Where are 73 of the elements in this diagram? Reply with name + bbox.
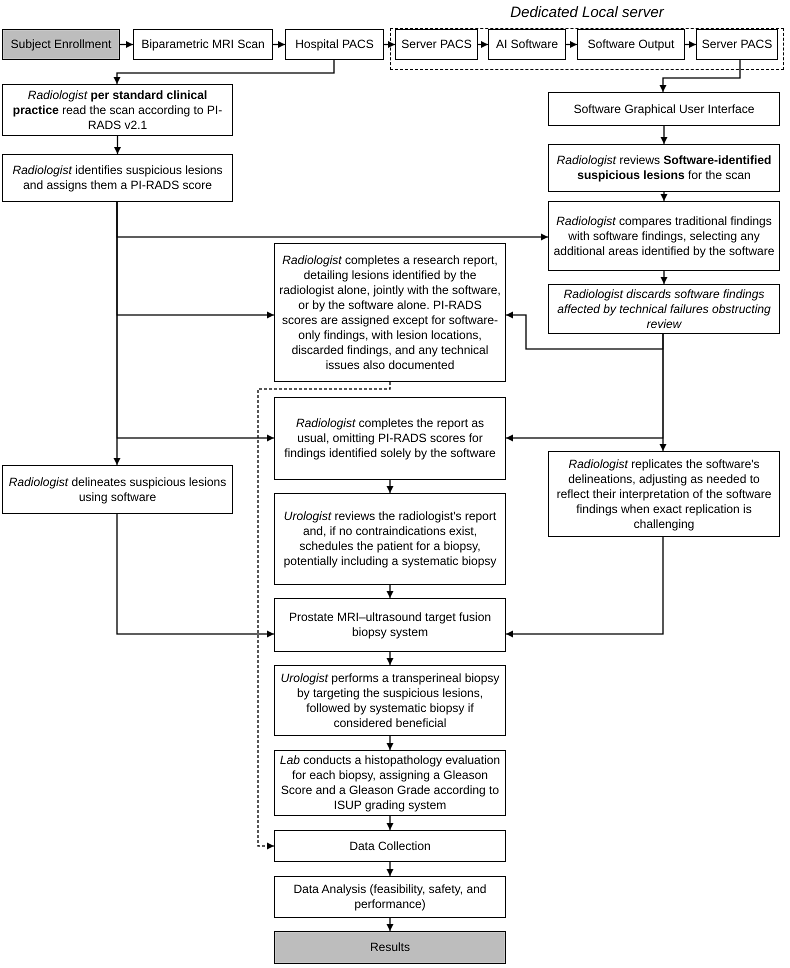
process-box: [548, 201, 780, 271]
dashed-arrow: [257, 382, 391, 850]
process-box: [488, 29, 566, 60]
process-box: [274, 493, 506, 585]
arrow: [120, 41, 133, 48]
process-box: [2, 29, 120, 60]
box-text: Radiologist compares traditional findings with software findings, selecting any additional areas identified by the software: [553, 214, 775, 258]
arrow: [114, 202, 120, 465]
box-text: Results: [370, 940, 410, 955]
arrow: [386, 480, 394, 493]
process-box: [274, 397, 506, 480]
box-text: Server PACS: [401, 37, 472, 52]
process-box: [395, 29, 478, 60]
box-text: Software Graphical User Interface: [574, 102, 754, 116]
arrow: [386, 816, 394, 830]
process-box: [548, 144, 780, 192]
arrow: [685, 41, 696, 48]
process-box: [548, 284, 780, 334]
arrow: [660, 192, 668, 201]
arrow: [660, 126, 668, 144]
box-text: Radiologist discards software findings affected by technical failures obstructing review: [556, 286, 772, 332]
arrow: [386, 862, 394, 876]
arrow: [506, 312, 664, 350]
arrow: [386, 652, 394, 665]
arrow: [660, 334, 666, 451]
box-text: AI Software: [496, 37, 558, 52]
process-box: [274, 665, 506, 736]
process-box: [548, 451, 780, 537]
process-box: [2, 84, 233, 136]
arrow: [660, 271, 668, 284]
arrow: [566, 41, 577, 48]
process-box: [696, 29, 778, 60]
process-box: [274, 931, 506, 964]
box-text: Prostate MRI–ultrasound target fusion biopsy system: [288, 610, 492, 640]
arrow: [386, 736, 394, 750]
arrow: [273, 41, 285, 48]
box-text: Radiologist completes the report as usual, omitting PI-RADS scores for findings identified solely by the software: [283, 416, 497, 461]
process-box: [285, 29, 384, 60]
arrow: [114, 60, 335, 84]
box-text: Radiologist completes a research report, detailing lesions identified by the radiologist alone, jointly with the software, or by the software alone. PI-RADS scores are assigned except for software-only findings, with lesion locations, discarded findings, and any technical issues also documented: [279, 252, 501, 372]
arrow: [116, 514, 274, 638]
process-box: [274, 243, 506, 382]
box-text: Radiologist replicates the software's delineations, adjusting as needed to reflect their interpretation of the software findings when exact replication is challenging: [556, 456, 772, 532]
arrow: [386, 918, 394, 931]
arrow: [386, 585, 394, 598]
box-text: Radiologist identifies suspicious lesions and assigns them a PI-RADS score: [11, 163, 224, 193]
box-text: Software Output: [588, 37, 674, 52]
process-box: [548, 92, 780, 126]
process-box: [2, 154, 233, 202]
box-text: Radiologist reviews Software-identified suspicious lesions for the scan: [556, 153, 772, 183]
box-text: Lab conducts a histopathology evaluation for each biopsy, assigning a Gleason Score and a Gleason Grade according to ISUP grading system: [279, 753, 501, 813]
arrow: [114, 136, 121, 154]
process-box: [274, 598, 506, 652]
process-box: [2, 465, 233, 514]
box-text: Urologist performs a transperineal biopsy by targeting the suspicious lesions, followed by systematic biopsy if considered beneficial: [280, 670, 500, 730]
arrow: [384, 41, 395, 48]
arrow: [478, 41, 488, 48]
box-text: Radiologist per standard clinical practice read the scan according to PI-RADS v2.1: [12, 88, 224, 132]
box-text: Data Analysis (feasibility, safety, and performance): [292, 882, 488, 912]
box-text: Urologist reviews the radiologist's report and, if no contraindications exist, schedules the patient for a biopsy, potentially including a systematic biopsy: [282, 509, 498, 569]
process-box: [133, 29, 273, 60]
box-text: Radiologist delineates suspicious lesions using software: [8, 474, 228, 504]
process-box: [577, 29, 685, 60]
box-text: Subject Enrollment: [10, 37, 112, 52]
box-text: Data Collection: [349, 838, 431, 854]
box-text: Biparametric MRI Scan: [141, 37, 265, 52]
process-box: [274, 830, 506, 862]
arrow: [506, 537, 664, 638]
box-text: Hospital PACS: [295, 37, 374, 52]
group-title: Dedicated Local server: [509, 4, 666, 22]
box-text: Server PACS: [702, 37, 772, 52]
process-box: [274, 876, 506, 918]
arrow: [660, 60, 741, 92]
